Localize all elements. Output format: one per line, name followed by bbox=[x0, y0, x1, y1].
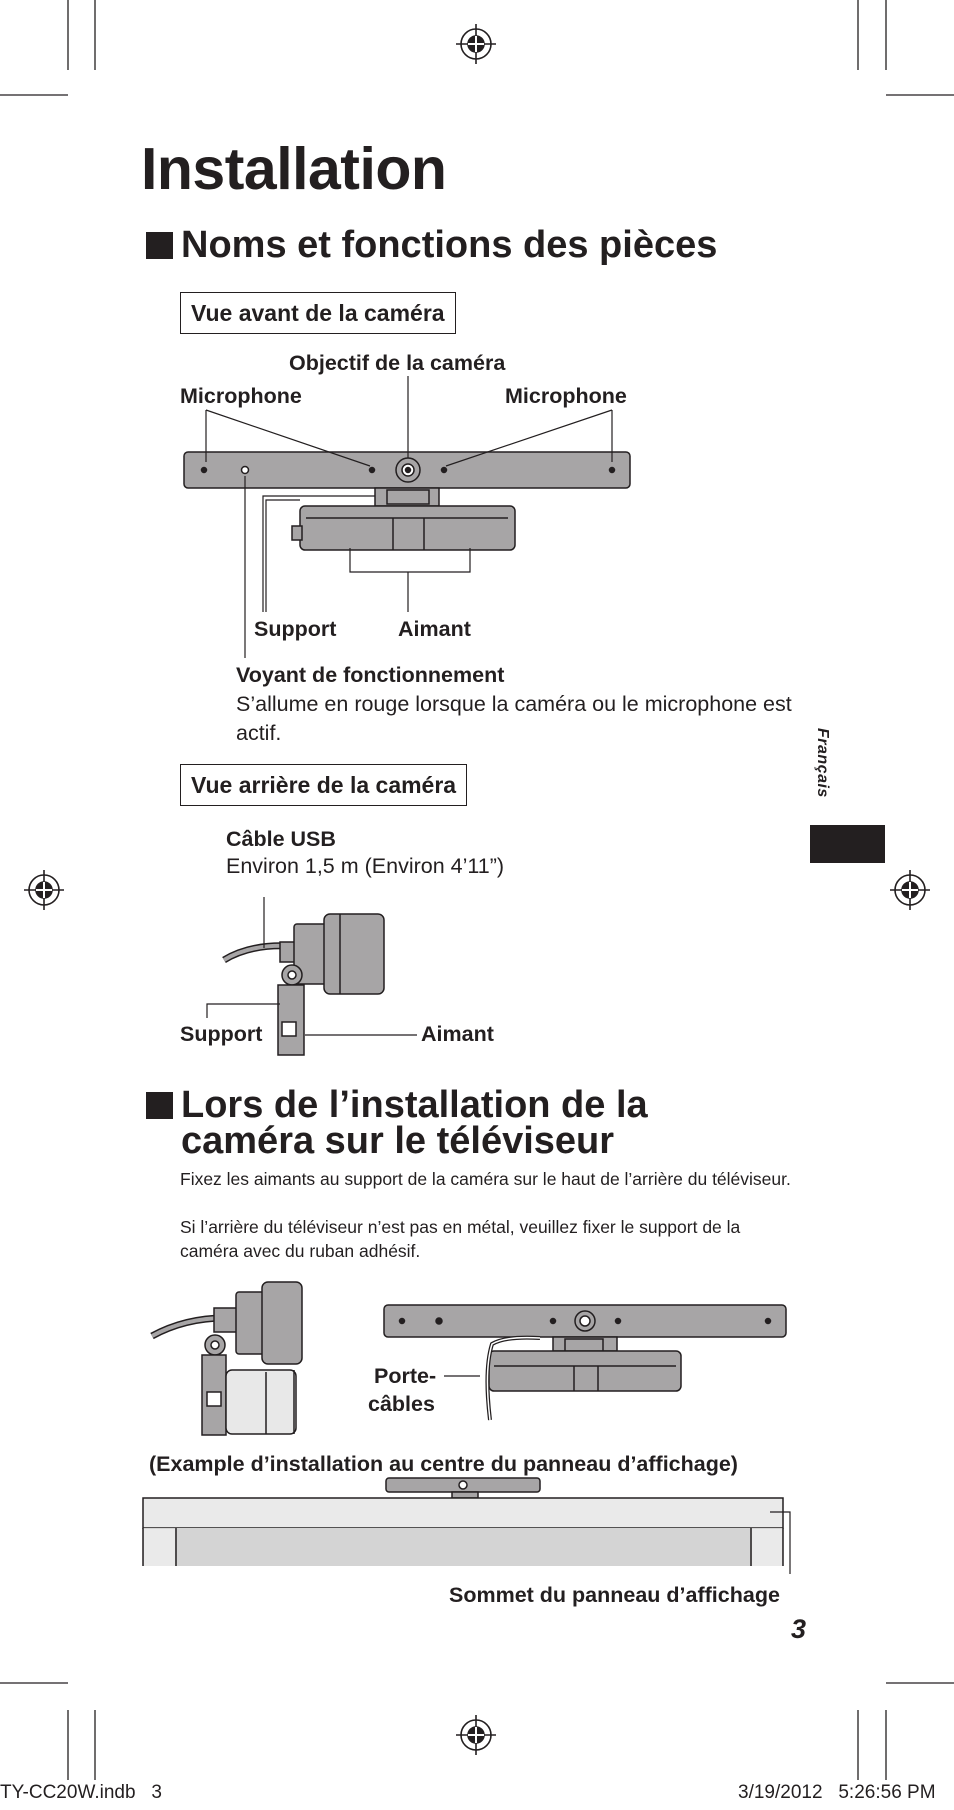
usb-cable-title: Câble USB bbox=[226, 827, 336, 851]
support-label-rear: Support bbox=[180, 1022, 263, 1046]
language-tab-label: Français bbox=[814, 728, 831, 798]
section-heading-install-line1: Lors de l’installation de la bbox=[181, 1084, 648, 1126]
lens-label: Objectif de la caméra bbox=[289, 351, 506, 375]
rear-view-label: Vue arrière de la caméra bbox=[180, 764, 468, 806]
page-title: Installation bbox=[141, 136, 447, 202]
footer-timestamp: 3/19/2012 5:26:56 PM bbox=[738, 1782, 936, 1803]
section-heading-parts: Noms et fonctions des pièces bbox=[181, 224, 718, 266]
language-tab-block bbox=[810, 825, 885, 863]
indicator-description: S’allume en rouge lorsque la caméra ou l… bbox=[236, 692, 792, 745]
indicator-title: Voyant de fonctionnement bbox=[236, 663, 505, 687]
cable-holder-label-line2: câbles bbox=[368, 1392, 435, 1416]
footer-file-name: TY-CC20W.indb 3 bbox=[0, 1782, 162, 1803]
magnet-label-front: Aimant bbox=[398, 617, 471, 641]
camera-front-diagram bbox=[183, 451, 631, 551]
microphone-left-label: Microphone bbox=[180, 384, 302, 408]
installation-example-caption: (Example d’installation au centre du pan… bbox=[149, 1452, 738, 1476]
heading-bullet-icon bbox=[146, 1092, 173, 1119]
panel-top-label: Sommet du panneau d’affichage bbox=[449, 1583, 780, 1607]
heading-bullet-icon bbox=[146, 232, 173, 259]
support-label-front: Support bbox=[254, 617, 337, 641]
front-view-label: Vue avant de la caméra bbox=[180, 292, 456, 334]
page-number: 3 bbox=[791, 1614, 807, 1644]
camera-back-on-tv bbox=[383, 1304, 787, 1421]
install-paragraph-2: Si l’arrière du téléviseur n’est pas en … bbox=[180, 1217, 741, 1261]
install-paragraph-1: Fixez les aimants au support de la camér… bbox=[180, 1169, 791, 1189]
camera-rear-diagram bbox=[222, 913, 385, 1056]
magnet-label-rear: Aimant bbox=[421, 1022, 494, 1046]
section-heading-install-line2: caméra sur le téléviseur bbox=[181, 1120, 615, 1162]
usb-cable-length: Environ 1,5 m (Environ 4’11”) bbox=[226, 854, 505, 878]
camera-side-on-tv bbox=[150, 1281, 303, 1436]
microphone-right-label: Microphone bbox=[505, 384, 627, 408]
cable-holder-label-line1: Porte- bbox=[374, 1364, 437, 1388]
display-panel-diagram bbox=[142, 1477, 784, 1566]
